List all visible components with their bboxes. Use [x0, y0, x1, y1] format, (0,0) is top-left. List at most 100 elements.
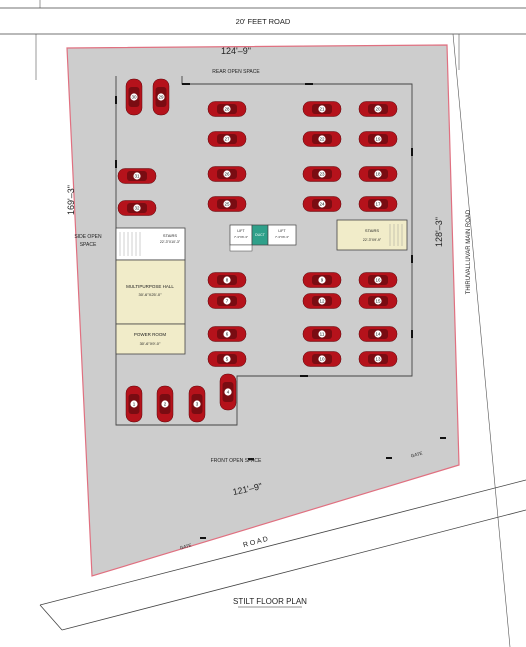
- car-number: 8: [226, 277, 229, 282]
- lift-1-size: 7'-3"X6'-3": [234, 235, 248, 239]
- car-number: 10: [319, 356, 325, 361]
- car-24: 24: [302, 196, 342, 212]
- column-marks: [115, 83, 446, 539]
- lift-2: [267, 224, 297, 246]
- car-9: 9: [302, 272, 342, 288]
- right-road-line: [452, 33, 511, 647]
- bottom-road-line: [61, 509, 526, 631]
- car-number-badge: [318, 330, 326, 338]
- car-number-badge: [318, 170, 326, 178]
- dimension-ticks: [35, 0, 460, 80]
- car-1: 1: [125, 385, 143, 423]
- multipurpose-hall-size: 30'-6"X25'-0": [138, 292, 162, 297]
- car-17: 17: [358, 196, 398, 212]
- car-number: 15: [375, 298, 381, 303]
- car-number-badge: [224, 388, 232, 396]
- car-25: 25: [207, 196, 247, 212]
- lift-2-size: 7'-3"X6'-3": [275, 235, 289, 239]
- car-number-badge: [374, 200, 382, 208]
- stairs-left-label: STAIRS: [163, 233, 177, 238]
- lift-2-label: LIFT: [278, 229, 286, 233]
- car-number: 11: [320, 331, 325, 336]
- car-number-badge: [223, 330, 231, 338]
- car-number: 16: [375, 277, 381, 282]
- car-number: 17: [375, 201, 381, 206]
- car-26: 26: [207, 166, 247, 182]
- car-number: 14: [375, 331, 381, 336]
- car-number: 18: [375, 171, 381, 176]
- car-6: 6: [207, 326, 247, 342]
- car-number-badge: [161, 400, 169, 408]
- bottom-road-line: [39, 479, 526, 606]
- car-number: 4: [227, 389, 230, 394]
- car-number: 28: [224, 106, 230, 111]
- car-number-badge: [223, 276, 231, 284]
- top-road-label: 20' FEET ROAD: [236, 17, 291, 26]
- bottom-road-line: [39, 604, 63, 631]
- car-number-badge: [223, 200, 231, 208]
- car-number-badge: [223, 105, 231, 113]
- right-dimension: 128'–3": [434, 217, 444, 247]
- rear-open-space-label: REAR OPEN SPACE: [212, 69, 260, 75]
- car-16: 16: [358, 272, 398, 288]
- car-number: 7: [226, 298, 229, 303]
- car-number-badge: [133, 204, 141, 212]
- car-4: 4: [219, 373, 237, 411]
- car-23: 23: [302, 166, 342, 182]
- gate-label-1: GATE: [179, 543, 192, 551]
- car-number-badge: [374, 170, 382, 178]
- car-8: 8: [207, 272, 247, 288]
- duct-label: DUCT: [255, 233, 266, 237]
- stairs-left-steps: [119, 232, 141, 256]
- building-outline: [115, 76, 413, 426]
- car-20: 20: [358, 101, 398, 117]
- car-number-badge: [223, 355, 231, 363]
- car-number-badge: [157, 93, 165, 101]
- car-32: 32: [117, 200, 157, 216]
- car-number: 25: [224, 201, 230, 206]
- car-number-badge: [374, 330, 382, 338]
- car-18: 18: [358, 166, 398, 182]
- car-number-badge: [374, 105, 382, 113]
- car-number: 32: [134, 205, 140, 210]
- car-number-badge: [130, 93, 138, 101]
- right-road-label: THIRUVALLUVAR MAIN ROAD: [466, 209, 472, 294]
- car-11: 11: [302, 326, 342, 342]
- left-dimension: 169'–3": [66, 185, 76, 215]
- car-5: 5: [207, 351, 247, 367]
- car-number: 9: [321, 277, 324, 282]
- gate-label-2: GATE: [410, 451, 423, 459]
- car-number: 1: [133, 401, 136, 406]
- lift-lobby: [229, 244, 253, 252]
- stairs-right: [336, 219, 408, 251]
- stairs-left: [115, 227, 186, 261]
- side-open-space-label-1: SIDE OPEN: [74, 234, 102, 240]
- car-12: 12: [302, 293, 342, 309]
- car-number-badge: [318, 105, 326, 113]
- car-27: 27: [207, 131, 247, 147]
- car-number-badge: [374, 135, 382, 143]
- car-number-badge: [318, 276, 326, 284]
- car-22: 22: [302, 131, 342, 147]
- power-room-label: POWER ROOM: [134, 332, 167, 337]
- multipurpose-hall: [115, 259, 186, 325]
- side-open-space-label-2: SPACE: [80, 242, 97, 248]
- car-number-badge: [193, 400, 201, 408]
- car-29: 29: [152, 78, 170, 116]
- lift-1-label: LIFT: [237, 229, 245, 233]
- car-number: 3: [196, 401, 199, 406]
- car-number: 27: [224, 136, 230, 141]
- car-number-badge: [318, 135, 326, 143]
- car-number: 12: [319, 298, 325, 303]
- car-13: 13: [358, 351, 398, 367]
- top-dimension: 124'–9": [221, 46, 251, 56]
- car-28: 28: [207, 101, 247, 117]
- car-number-badge: [130, 400, 138, 408]
- car-number: 21: [319, 106, 325, 111]
- car-number: 30: [131, 94, 137, 99]
- car-10: 10: [302, 351, 342, 367]
- car-21: 21: [302, 101, 342, 117]
- car-7: 7: [207, 293, 247, 309]
- car-number: 5: [226, 356, 229, 361]
